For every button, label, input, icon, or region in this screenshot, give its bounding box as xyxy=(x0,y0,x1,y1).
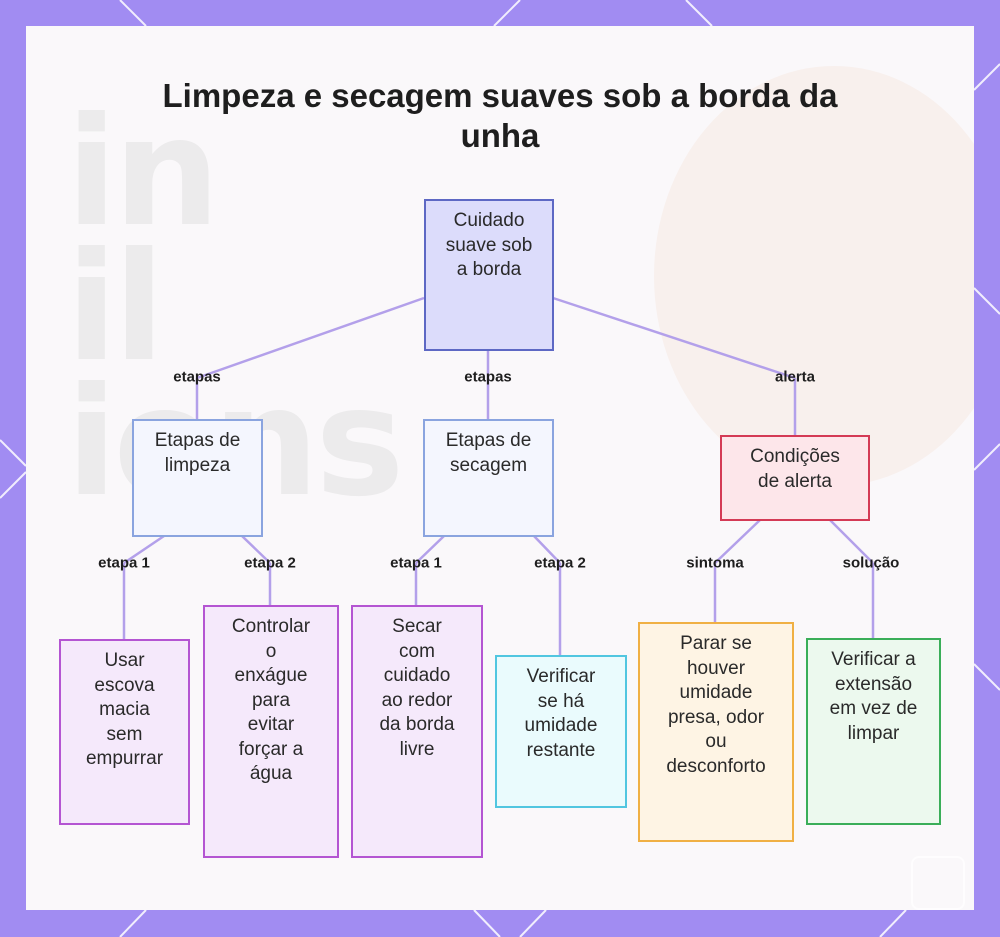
node-stop-line: Parar se xyxy=(680,633,752,654)
node-stop-line: ou xyxy=(705,731,727,752)
node-stop-line: umidade xyxy=(679,682,753,703)
edge-label-root-drying: etapas xyxy=(464,368,512,386)
node-check-extent: Verificar a extensão em vez de limpar xyxy=(806,638,941,825)
node-check-moisture: Verificar se há umidade restante xyxy=(495,655,627,808)
node-dry-line: da borda xyxy=(379,714,455,735)
node-rinse-line: enxágue xyxy=(234,665,308,686)
node-check-line: restante xyxy=(526,739,596,761)
node-brush-line: Usar xyxy=(104,650,145,671)
node-root: Cuidado suave sob a borda xyxy=(424,199,554,351)
node-extent-line: em vez de xyxy=(829,698,918,719)
node-cleaning-line: limpeza xyxy=(164,454,231,476)
node-root-line: Cuidado xyxy=(453,210,525,231)
node-drying-line: secagem xyxy=(449,454,528,476)
node-rinse-line: evitar xyxy=(247,714,295,735)
node-drying-line: Etapas de xyxy=(445,430,532,451)
node-brush-line: macia xyxy=(99,699,150,720)
node-alert-line: Condições xyxy=(750,446,840,467)
node-dry-line: cuidado xyxy=(383,665,451,686)
node-rinse-line: Controlar xyxy=(231,616,311,637)
node-dry-line: com xyxy=(399,640,435,662)
node-extent-line: limpar xyxy=(847,722,900,744)
node-dry-carefully: Secar com cuidado ao redor da borda livr… xyxy=(351,605,483,858)
node-root-line: a borda xyxy=(456,259,522,280)
node-rinse-line: forçar a xyxy=(238,738,304,760)
node-dry-line: livre xyxy=(399,738,435,760)
edge-label-symptom: sintoma xyxy=(686,554,744,572)
node-dry-line: ao redor xyxy=(381,689,453,711)
node-use-soft-brush: Usar escova macia sem empurrar xyxy=(59,639,190,825)
node-stop-line: desconforto xyxy=(666,755,766,777)
edge-label-drying-step2: etapa 2 xyxy=(534,554,586,572)
edge-label-drying-step1: etapa 1 xyxy=(390,554,442,572)
node-stop-line: houver xyxy=(686,657,746,679)
edge-label-solution: solução xyxy=(842,554,900,572)
node-check-line: se há xyxy=(537,690,585,712)
node-dry-line: Secar xyxy=(392,616,442,637)
edge-label-cleaning-step2: etapa 2 xyxy=(244,554,296,572)
edge-label-root-alert: alerta xyxy=(774,368,816,386)
node-alert-line: de alerta xyxy=(758,470,832,492)
node-stop-if-symptoms: Parar se houver umidade presa, odor ou d… xyxy=(638,622,794,842)
node-brush-line: escova xyxy=(94,674,155,696)
node-drying-steps: Etapas de secagem xyxy=(423,419,554,537)
node-stop-line: presa, odor xyxy=(667,706,765,728)
node-root-line: suave sob xyxy=(445,234,533,256)
diagram-title: Limpeza e secagem suaves sob a borda da … xyxy=(162,77,838,154)
node-cleaning-steps: Etapas de limpeza xyxy=(132,419,263,537)
node-rinse-line: para xyxy=(251,689,291,711)
node-rinse-line: o xyxy=(265,640,277,662)
watermark-icon xyxy=(911,856,965,910)
node-check-line: umidade xyxy=(524,715,598,736)
node-extent-line: extensão xyxy=(834,673,913,695)
node-cleaning-line: Etapas de xyxy=(154,430,241,451)
background-blur xyxy=(654,66,974,486)
node-extent-line: Verificar a xyxy=(831,649,916,670)
node-alert-conditions: Condições de alerta xyxy=(720,435,870,521)
edge-label-cleaning-step1: etapa 1 xyxy=(98,554,150,572)
node-control-rinse: Controlar o enxágue para evitar forçar a… xyxy=(203,605,339,858)
edge-label-root-cleaning: etapas xyxy=(173,368,221,386)
node-brush-line: empurrar xyxy=(85,748,164,769)
node-rinse-line: água xyxy=(249,763,293,784)
node-check-line: Verificar xyxy=(526,666,596,687)
node-brush-line: sem xyxy=(106,723,143,745)
